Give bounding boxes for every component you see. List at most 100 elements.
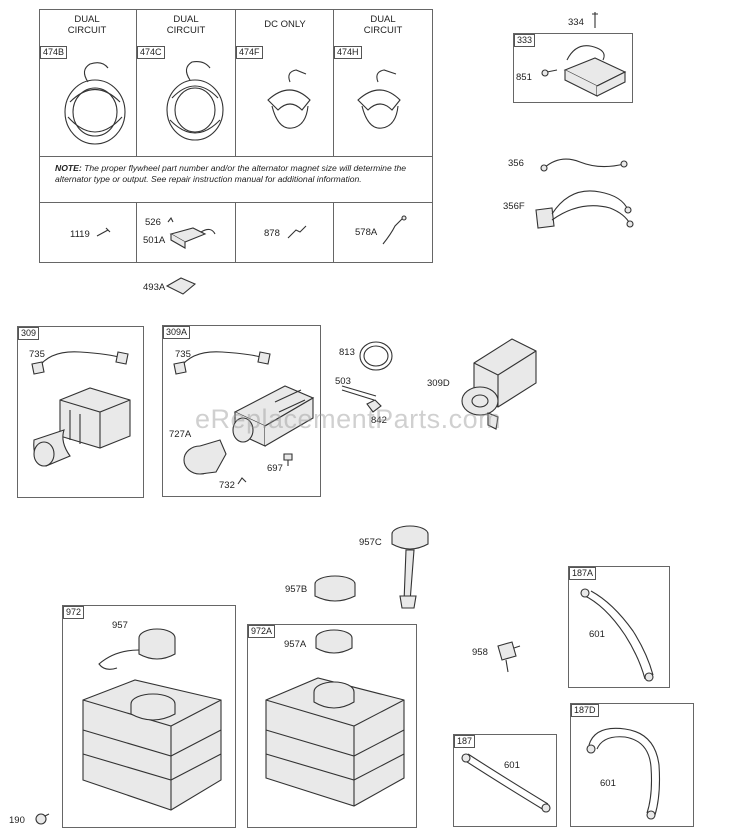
bolt-697[interactable]	[282, 452, 296, 468]
box-309	[17, 326, 144, 498]
alternator-ring-474B[interactable]	[60, 62, 130, 147]
fuel-tank-972A[interactable]	[258, 660, 413, 810]
bracket-493A[interactable]	[165, 274, 197, 296]
fuel-cap-957B[interactable]	[310, 572, 360, 608]
part-label-601[interactable]: 601	[589, 629, 605, 640]
part-label-957C[interactable]: 957C	[359, 537, 382, 548]
part-label-356F[interactable]: 356F	[503, 201, 525, 212]
wire-356[interactable]	[540, 148, 630, 178]
starter-cable-735[interactable]	[172, 338, 272, 378]
watermark: eReplacementParts.com	[195, 404, 502, 434]
part-label-957A[interactable]: 957A	[284, 639, 307, 650]
table-divider	[39, 156, 433, 157]
part-label-333[interactable]: 333	[514, 34, 536, 47]
part-label-813[interactable]: 813	[339, 347, 355, 358]
part-label-493A[interactable]: 493A	[143, 282, 166, 293]
box-972	[62, 605, 236, 828]
fuel-cap-gauge-957C[interactable]	[384, 520, 434, 610]
rectifier-501A[interactable]	[163, 216, 223, 249]
table-divider	[39, 202, 433, 203]
box-187	[453, 734, 557, 827]
part-label-474F[interactable]: 474F	[236, 46, 263, 59]
valve-958[interactable]	[492, 638, 522, 674]
clip-732[interactable]	[236, 476, 248, 486]
part-label-501A[interactable]: 501A	[143, 235, 166, 246]
table-divider	[136, 9, 137, 156]
clip-878[interactable]	[286, 222, 310, 242]
part-label-190[interactable]: 190	[9, 815, 25, 826]
wire-578A[interactable]	[381, 214, 411, 246]
table-divider	[333, 9, 334, 156]
fuel-cap-957A[interactable]	[312, 628, 356, 660]
fuel-line-187[interactable]	[458, 752, 553, 822]
part-label-503[interactable]: 503	[335, 376, 351, 387]
box-333	[513, 33, 633, 103]
clamp-190[interactable]	[33, 812, 50, 826]
part-label-578A[interactable]: 578A	[355, 227, 378, 238]
fuel-line-187A[interactable]	[575, 585, 665, 685]
part-label-187A[interactable]: 187A	[569, 567, 597, 580]
box-309A	[162, 325, 321, 497]
starter-drive-727A[interactable]	[180, 434, 230, 478]
starter-motor-309A[interactable]	[225, 372, 317, 448]
part-label-601[interactable]: 601	[504, 760, 520, 771]
table-divider	[136, 202, 137, 263]
part-label-735[interactable]: 735	[29, 349, 45, 360]
fuel-tank-972[interactable]	[75, 670, 230, 820]
bolt-1119[interactable]	[96, 227, 112, 238]
part-label-474C[interactable]: 474C	[137, 46, 165, 59]
column-header: DC ONLY	[264, 19, 306, 30]
part-label-526[interactable]: 526	[145, 217, 161, 228]
fuel-cap-957[interactable]	[95, 620, 185, 690]
part-label-309A[interactable]: 309A	[163, 326, 191, 339]
part-label-474B[interactable]: 474B	[40, 46, 68, 59]
part-label-972A[interactable]: 972A	[248, 625, 276, 638]
note-text: The proper flywheel part number and/or t…	[55, 163, 407, 184]
part-label-957B[interactable]: 957B	[285, 584, 308, 595]
screw-334[interactable]	[590, 12, 600, 30]
box-972A	[247, 624, 417, 828]
part-label-727A[interactable]: 727A	[169, 429, 192, 440]
part-label-187D[interactable]: 187D	[571, 704, 599, 717]
part-label-972[interactable]: 972	[63, 606, 85, 619]
part-label-735[interactable]: 735	[175, 349, 191, 360]
alternator-table	[39, 9, 433, 263]
wire-harness-356F[interactable]	[530, 180, 635, 240]
starter-motor-309[interactable]	[30, 380, 140, 475]
clamp-813[interactable]	[356, 336, 396, 376]
table-divider	[333, 202, 334, 263]
part-label-309[interactable]: 309	[18, 327, 40, 340]
part-label-474H[interactable]: 474H	[334, 46, 362, 59]
part-label-187[interactable]: 187	[454, 735, 476, 748]
part-label-958[interactable]: 958	[472, 647, 488, 658]
part-label-697[interactable]: 697	[267, 463, 283, 474]
column-header: DUAL CIRCUIT	[166, 14, 206, 36]
part-label-842[interactable]: 842	[371, 415, 387, 426]
fuel-line-187D[interactable]	[575, 715, 690, 825]
alternator-coil-474F[interactable]	[262, 69, 317, 140]
table-divider	[235, 9, 236, 156]
part-label-1119[interactable]: 1119	[70, 229, 90, 240]
part-label-851[interactable]: 851	[516, 72, 532, 83]
part-label-878[interactable]: 878	[264, 228, 280, 239]
note-prefix: NOTE:	[55, 163, 82, 173]
starter-motor-309D[interactable]	[452, 333, 542, 433]
table-note: NOTE: The proper flywheel part number an…	[55, 163, 420, 185]
bolt-503[interactable]	[340, 382, 380, 402]
part-label-732[interactable]: 732	[219, 480, 235, 491]
part-label-957[interactable]: 957	[112, 620, 128, 631]
box-187A	[568, 566, 670, 688]
column-header: DUAL CIRCUIT	[67, 14, 107, 36]
part-label-601[interactable]: 601	[600, 778, 616, 789]
nut-842[interactable]	[363, 398, 385, 416]
alternator-coil-474H[interactable]	[352, 69, 407, 140]
part-label-309D[interactable]: 309D	[427, 378, 450, 389]
part-label-356[interactable]: 356	[508, 158, 524, 169]
ignition-armature-333[interactable]	[537, 40, 629, 100]
starter-cable-735[interactable]	[30, 338, 130, 378]
part-label-334[interactable]: 334	[568, 17, 584, 28]
column-header: DUAL CIRCUIT	[363, 14, 403, 36]
alternator-ring-474C[interactable]	[160, 61, 230, 147]
box-187D	[570, 703, 694, 827]
table-divider	[235, 202, 236, 263]
